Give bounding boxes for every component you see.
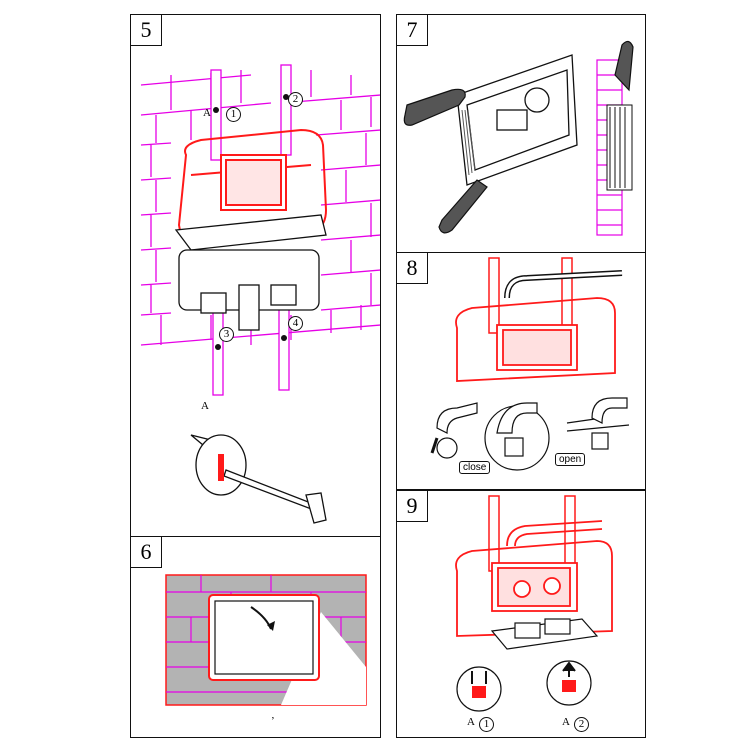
callout-2: 2 — [288, 92, 303, 107]
step-number: 7 — [397, 15, 428, 46]
cover-handle-left — [403, 88, 488, 234]
label-a-top: A — [203, 107, 211, 119]
step-7-illustration — [403, 40, 634, 236]
step-9-panel: 9 — [396, 490, 646, 738]
brick-wall — [140, 70, 380, 346]
valve-detail — [436, 402, 550, 471]
step-number: 6 — [131, 537, 162, 568]
small-mark: ’ — [271, 715, 275, 727]
cistern-frame — [455, 540, 613, 637]
step-5-panel: 5 — [130, 14, 381, 538]
button-plate — [490, 618, 599, 650]
step-6-panel: 6 ’ — [130, 536, 381, 738]
step-7-panel: 7 — [396, 14, 646, 253]
callout-2: 2 — [574, 717, 589, 732]
cistern-frame — [177, 128, 328, 242]
wrench-tool — [190, 434, 327, 524]
step-9-illustration — [455, 495, 613, 712]
step-number: 9 — [397, 491, 428, 522]
step-8-illustration — [430, 257, 630, 471]
callout-1: 1 — [479, 717, 494, 732]
callout-4: 4 — [288, 316, 303, 331]
callout-1: 1 — [226, 107, 241, 122]
cover-plate — [208, 594, 320, 681]
step-number: 8 — [397, 253, 428, 284]
step-number: 5 — [131, 15, 162, 46]
close-label: close — [459, 461, 491, 474]
step-5-illustration — [140, 64, 380, 524]
step-8-panel: 8 close open — [396, 252, 646, 490]
label-a2: A — [562, 716, 570, 728]
step-6-illustration — [165, 574, 367, 706]
callout-3: 3 — [219, 327, 234, 342]
label-a-detail: A — [201, 400, 209, 412]
label-a1: A — [467, 716, 475, 728]
open-label: open — [555, 453, 586, 466]
cistern-frame — [455, 297, 616, 382]
